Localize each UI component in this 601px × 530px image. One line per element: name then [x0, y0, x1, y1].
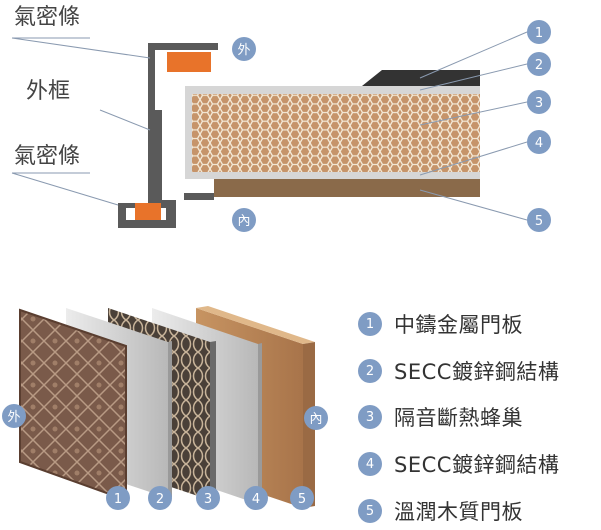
exploded-view: 外 內 1 2 3 4 5 [2, 306, 328, 510]
svg-text:5: 5 [298, 492, 306, 507]
svg-text:1: 1 [114, 492, 122, 507]
legend-num-4: 4 [358, 452, 382, 476]
marker-4: 4 [527, 130, 551, 154]
legend-label-4: SECC鍍鋅鋼結構 [394, 453, 560, 477]
exploded-layer-1-cast-metal [20, 310, 126, 500]
exploded-inside-badge: 內 [304, 406, 328, 430]
inside-badge: 內 [232, 208, 256, 232]
svg-text:外: 外 [237, 43, 250, 58]
label-frame: 外框 [26, 79, 70, 104]
legend-label-2: SECC鍍鋅鋼結構 [394, 360, 560, 384]
gasket-bottom [135, 203, 161, 220]
legend-num-1: 1 [358, 312, 382, 336]
legend-num-3: 3 [358, 405, 382, 429]
svg-text:外: 外 [7, 410, 20, 425]
svg-text:內: 內 [309, 412, 322, 427]
svg-text:2: 2 [156, 492, 164, 507]
legend-label-3: 隔音斷熱蜂巢 [394, 406, 523, 430]
svg-text:1: 1 [535, 26, 543, 41]
legend-item-4: 4 SECC鍍鋅鋼結構 [358, 447, 559, 481]
legend-label-1: 中鑄金屬門板 [394, 313, 523, 337]
svg-text:4: 4 [252, 492, 260, 507]
svg-text:3: 3 [204, 492, 212, 507]
layer-4-steel [185, 172, 480, 179]
exploded-marker-2: 2 [148, 486, 172, 510]
svg-text:2: 2 [535, 58, 543, 73]
exploded-marker-5: 5 [290, 486, 314, 510]
legend-item-3: 3 隔音斷熱蜂巢 [358, 400, 523, 434]
exploded-outside-badge: 外 [2, 404, 26, 428]
marker-1: 1 [527, 20, 551, 44]
legend-item-1: 1 中鑄金屬門板 [358, 307, 523, 341]
legend-label-5: 溫潤木質門板 [394, 500, 523, 524]
layer-2-steel-side [185, 86, 192, 178]
legend-item-2: 2 SECC鍍鋅鋼結構 [358, 354, 559, 388]
outside-badge: 外 [232, 37, 256, 61]
cross-section: 氣密條 外框 氣密條 外 內 1 2 3 4 5 [11, 5, 551, 232]
layer-5-wood [214, 179, 480, 197]
marker-2: 2 [527, 52, 551, 76]
label-gasket-bottom: 氣密條 [14, 144, 80, 169]
svg-text:4: 4 [535, 136, 543, 151]
legend-item-5: 5 溫潤木質門板 [358, 494, 523, 528]
gasket-top [167, 52, 211, 72]
exploded-marker-1: 1 [106, 486, 130, 510]
legend-num-5: 5 [358, 499, 382, 523]
layer-2-steel [185, 86, 480, 94]
legend-num-2: 2 [358, 359, 382, 383]
exploded-marker-3: 3 [196, 486, 220, 510]
marker-3: 3 [527, 90, 551, 114]
label-gasket-top: 氣密條 [14, 5, 80, 30]
marker-5: 5 [527, 208, 551, 232]
svg-text:5: 5 [535, 214, 543, 229]
svg-text:內: 內 [237, 214, 250, 229]
svg-text:3: 3 [535, 96, 543, 111]
exploded-marker-4: 4 [244, 486, 268, 510]
